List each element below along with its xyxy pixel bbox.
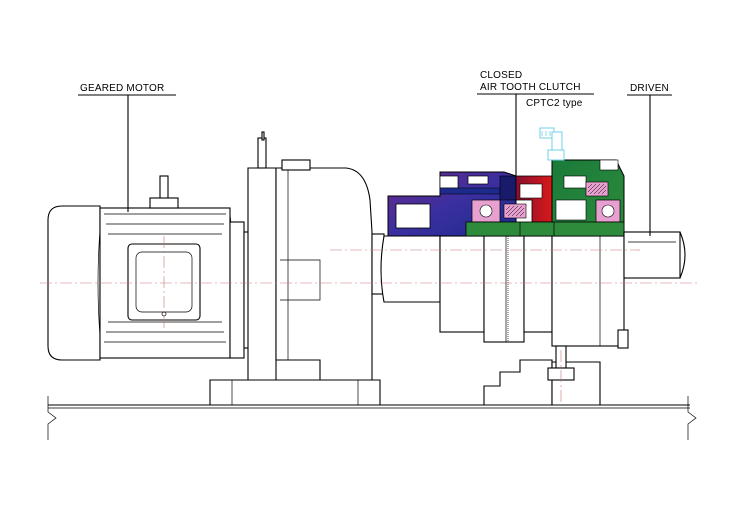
- gear-reducer: [209, 131, 385, 406]
- closed-label: CLOSED: [480, 70, 522, 81]
- geared-motor: [47, 175, 253, 361]
- air-fitting: [539, 127, 565, 161]
- centerlines: [40, 236, 700, 405]
- driven-label: DRIVEN: [630, 83, 669, 94]
- label-geared-motor: GEARED MOTOR: [78, 83, 176, 212]
- clutch-section-view: [387, 127, 625, 237]
- clutch-lower-body: [380, 235, 629, 406]
- driven-shaft: [623, 231, 686, 279]
- geared-motor-label: GEARED MOTOR: [80, 83, 164, 94]
- label-clutch: CLOSED AIR TOOTH CLUTCH CPTC2 type: [477, 70, 594, 176]
- clutch-model-label: CPTC2 type: [526, 98, 583, 109]
- air-tooth-clutch-label: AIR TOOTH CLUTCH: [480, 82, 581, 93]
- label-driven: DRIVEN: [627, 83, 672, 236]
